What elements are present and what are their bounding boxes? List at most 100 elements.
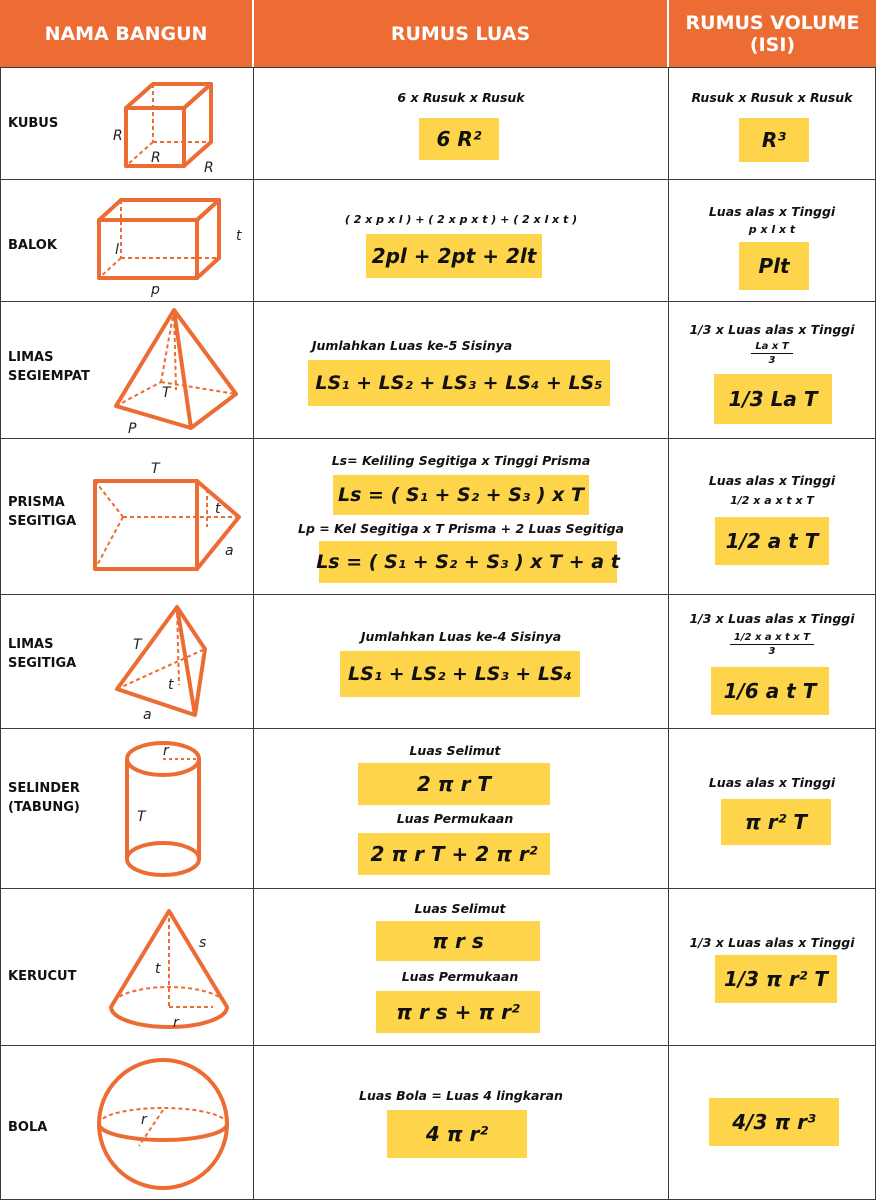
row-prisma-segitiga-volume-cell: Luas alas x Tinggi 1/2 x a x t x T 1/2 a… [668, 438, 876, 595]
luas-formula-box-secondary: Ls = ( S₁ + S₂ + S₃ ) x T + a t [316, 541, 620, 583]
row-limas-segiempat-name-cell: LIMAS SEGIEMPAT T P [0, 301, 254, 439]
volume-formula-box: 1/3 π r² T [715, 955, 837, 1003]
volume-caption: 1/3 x Luas alas x Tinggi [689, 611, 855, 626]
volume-formula-box: 1/6 a t T [711, 667, 829, 715]
row-prisma-segitiga-name-cell: PRISMA SEGITIGA T t a [0, 438, 254, 595]
luas-formula-box: Ls = ( S₁ + S₂ + S₃ ) x T [333, 475, 589, 515]
volume-caption: Luas alas x Tinggi [708, 473, 836, 488]
row-selinder-luas-cell: Luas Selimut 2 π r T Luas Permukaan 2 π … [253, 728, 669, 889]
row-kerucut-volume-cell: 1/3 x Luas alas x Tinggi 1/3 π r² T [668, 888, 876, 1046]
edge-label: T [151, 461, 161, 477]
volume-fraction: 1/2 x a x t x T 3 [669, 631, 875, 658]
row-kubus-volume-cell: Rusuk x Rusuk x Rusuk R³ [668, 67, 876, 180]
header-label: RUMUS LUAS [390, 22, 531, 45]
fraction-denominator: 3 [768, 355, 776, 366]
radius-label: r [141, 1112, 148, 1128]
base-label: a [143, 707, 152, 723]
square-pyramid-icon: T P [114, 308, 238, 437]
header-nama-bangun: NAMA BANGUN [0, 0, 252, 67]
luas-caption: Luas Bola = Luas 4 lingkaran [359, 1088, 563, 1103]
volume-caption: Luas alas x Tinggi [708, 204, 836, 219]
row-selinder-name-cell: SELINDER (TABUNG) r T [0, 728, 254, 889]
volume-formula-box: Plt [739, 242, 809, 290]
volume-caption-sub: 1/2 x a x t x T [730, 494, 814, 507]
row-bola-volume-cell: 4/3 π r³ [668, 1045, 876, 1200]
volume-formula-box: 4/3 π r³ [709, 1098, 839, 1146]
edge-label: P [128, 421, 137, 437]
sphere-icon: r [97, 1058, 229, 1190]
header-label: RUMUS VOLUME [685, 11, 860, 34]
shape-name: LIMAS SEGITIGA [8, 637, 77, 671]
luas-caption: ( 2 x p x l ) + ( 2 x p x t ) + ( 2 x l … [344, 213, 578, 226]
row-kubus-name-cell: KUBUS R R R [0, 67, 254, 180]
volume-fraction: La x T 3 [669, 340, 875, 367]
shape-name: BALOK [8, 238, 57, 253]
row-balok-volume-cell: Luas alas x Tinggi p x l x t Plt [668, 179, 876, 302]
volume-formula-box: R³ [739, 118, 809, 162]
radius-label: r [163, 743, 170, 759]
height-label: t [168, 677, 174, 693]
shape-name: PRISMA SEGITIGA [8, 495, 77, 529]
row-kubus-luas-cell: 6 x Rusuk x Rusuk 6 R² [253, 67, 669, 180]
row-limas-segiempat-volume-cell: 1/3 x Luas alas x Tinggi La x T 3 1/3 La… [668, 301, 876, 439]
edge-label: l [115, 242, 119, 258]
edge-label: R [204, 160, 214, 176]
height-label: T [162, 385, 172, 401]
volume-formula-box: 1/2 a t T [715, 517, 829, 565]
row-limas-segitiga-volume-cell: 1/3 x Luas alas x Tinggi 1/2 x a x t x T… [668, 594, 876, 729]
volume-caption: Luas alas x Tinggi [708, 775, 836, 790]
shape-name: LIMAS SEGIEMPAT [8, 350, 90, 384]
edge-label: t [236, 228, 242, 244]
row-bola-name-cell: BOLA r [0, 1045, 254, 1200]
triangular-prism-icon: T t a [93, 461, 241, 571]
volume-caption: 1/3 x Luas alas x Tinggi [689, 935, 855, 950]
volume-caption: Rusuk x Rusuk x Rusuk [691, 90, 853, 105]
edge-label: R [151, 150, 161, 166]
luas-formula-box: 6 R² [419, 118, 499, 160]
luas-formula-box: 2pl + 2pt + 2lt [366, 234, 542, 278]
row-selinder-volume-cell: Luas alas x Tinggi π r² T [668, 728, 876, 889]
slant-label: s [199, 935, 206, 951]
cylinder-icon: r T [125, 741, 201, 877]
luas-formula-box: 2 π r T [358, 763, 550, 805]
row-bola-luas-cell: Luas Bola = Luas 4 lingkaran 4 π r² [253, 1045, 669, 1200]
row-limas-segitiga-name-cell: LIMAS SEGITIGA T t a [0, 594, 254, 729]
shape-name: SELINDER (TABUNG) [8, 781, 80, 815]
luas-caption: Ls= Keliling Segitiga x Tinggi Prisma [331, 453, 591, 468]
volume-caption-sub: p x l x t [748, 223, 796, 236]
luas-formula-box: LS₁ + LS₂ + LS₃ + LS₄ [340, 651, 580, 697]
row-prisma-segitiga-luas-cell: Ls= Keliling Segitiga x Tinggi Prisma Ls… [253, 438, 669, 595]
height-label: t [215, 501, 221, 517]
luas-caption-secondary: Lp = Kel Segitiga x T Prisma + 2 Luas Se… [297, 521, 624, 536]
luas-formula-box: LS₁ + LS₂ + LS₃ + LS₄ + LS₅ [308, 360, 610, 406]
luas-caption: Jumlahkan Luas ke-5 Sisinya [311, 338, 513, 353]
fraction-denominator: 3 [768, 646, 776, 657]
row-limas-segiempat-luas-cell: Jumlahkan Luas ke-5 Sisinya LS₁ + LS₂ + … [253, 301, 669, 439]
row-kerucut-name-cell: KERUCUT s t r [0, 888, 254, 1046]
shape-name: BOLA [8, 1120, 48, 1135]
triangular-pyramid-icon: T t a [115, 605, 207, 723]
edge-label: p [150, 282, 160, 298]
header-label: NAMA BANGUN [44, 22, 208, 45]
cube-icon: R R R [113, 82, 214, 176]
radius-label: r [173, 1015, 180, 1031]
luas-caption-secondary: Luas Permukaan [396, 811, 514, 826]
height-label: t [155, 961, 161, 977]
luas-caption: Jumlahkan Luas ke-4 Sisinya [360, 629, 562, 644]
fraction-numerator: 1/2 x a x t x T [729, 631, 815, 645]
header-label: (ISI) [749, 33, 796, 56]
height-label: T [137, 809, 147, 825]
luas-formula-box-secondary: 2 π r T + 2 π r² [358, 833, 550, 875]
row-balok-name-cell: BALOK l t p [0, 179, 254, 302]
edge-label: R [113, 128, 123, 144]
shape-name: KERUCUT [8, 969, 77, 984]
luas-formula-box: 4 π r² [387, 1110, 527, 1158]
row-limas-segitiga-luas-cell: Jumlahkan Luas ke-4 Sisinya LS₁ + LS₂ + … [253, 594, 669, 729]
luas-caption: Luas Selimut [414, 901, 506, 916]
shape-name: KUBUS [8, 116, 59, 131]
header-rumus-luas: RUMUS LUAS [254, 0, 667, 67]
luas-formula-box-secondary: π r s + π r² [376, 991, 540, 1033]
cuboid-icon: l t p [97, 198, 242, 298]
row-kerucut-luas-cell: Luas Selimut π r s Luas Permukaan π r s … [253, 888, 669, 1046]
